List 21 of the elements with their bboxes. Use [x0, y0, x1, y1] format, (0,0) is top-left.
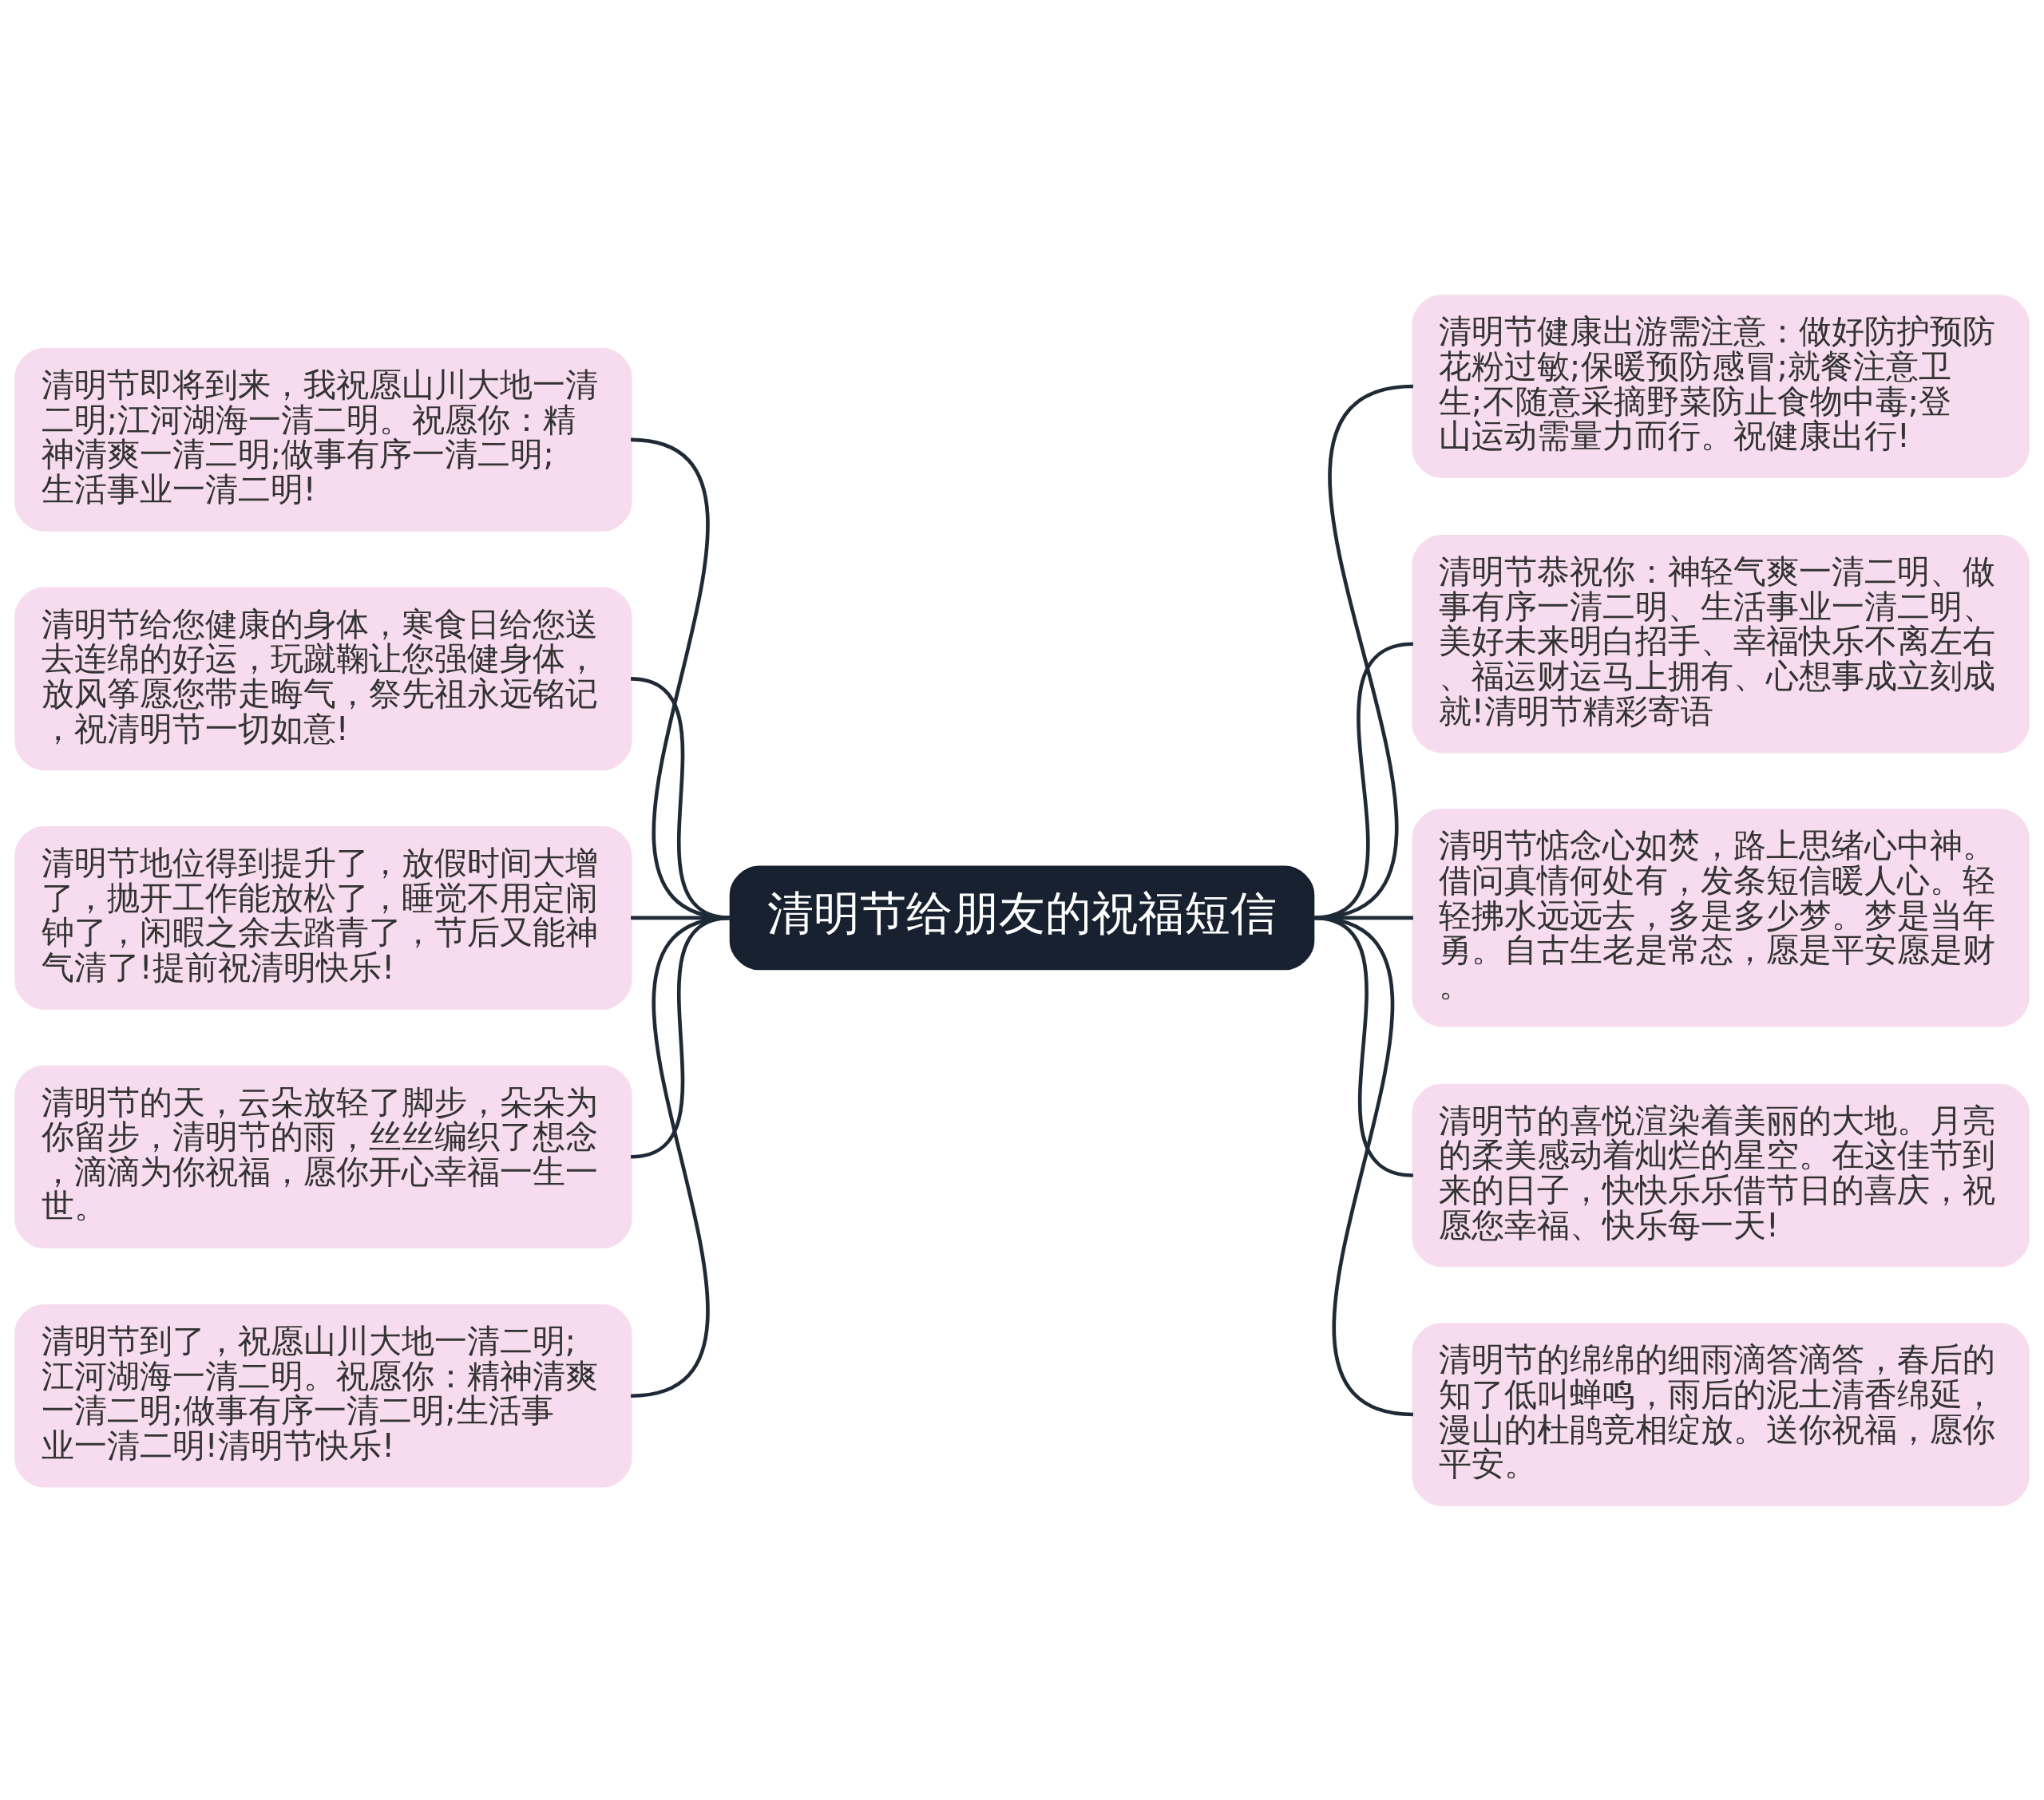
node-box: 清明节到了，祝愿山川大地一清二明;江河湖海一清二明。祝愿你：精神清爽一清二明;做事有序一清二明;生活事业一清二明!清明节快乐!	[14, 1304, 632, 1488]
connector	[630, 676, 731, 920]
node-box: 清明节惦念心如焚，路上思绪心中神。借问真情何处有，发条短信暖人心。轻轻拂水远远去，多是多少梦。梦是当年勇。自古生老是常态，愿是平安愿是财。	[1412, 808, 2030, 1027]
node-box: 清明节恭祝你：神轻气爽一清二明、做事有序一清二明、生活事业一清二明、美好未来明白招手、幸福快乐不离左右、福运财运马上拥有、心想事成立刻成就!清明节精彩寄语	[1412, 534, 2030, 753]
node-box: 清明节给朋友的祝福短信	[729, 864, 1315, 970]
node-box: 清明节即将到来，我祝愿山川大地一清二明;江河湖海一清二明。祝愿你：精神清爽一清二明;做事有序一清二明;生活事业一清二明!	[14, 347, 632, 532]
connector	[1313, 916, 1413, 920]
connector	[630, 437, 731, 920]
node-box: 清明节健康出游需注意：做好防护预防花粉过敏;保暖预防感冒;就餐注意卫生;不随意采摘野菜防止食物中毒;登山运动需量力而行。祝健康出行!	[1412, 294, 2030, 478]
node-box: 清明节给您健康的身体，寒食日给您送去连绵的好运，玩蹴鞠让您强健身体，放风筝愿您带走晦气，祭先祖永远铭记，祝清明节一切如意!	[14, 587, 632, 770]
node-box: 清明节地位得到提升了，放假时间大增了，抛开工作能放松了，睡觉不用定闹钟了，闲暇之余去踏青了，节后又能神气清了!提前祝清明快乐!	[14, 825, 632, 1010]
node-box: 清明节的天，云朵放轻了脚步，朵朵为你留步，清明节的雨，丝丝编织了想念，滴滴为你祝福，愿你开心幸福一生一世。	[14, 1064, 632, 1248]
connector	[1313, 384, 1414, 920]
node-box: 清明节的绵绵的细雨滴答滴答，春后的知了低叫蝉鸣，雨后的泥土清香绵延，漫山的杜鹃竞相绽放。送你祝福，愿你平安。	[1412, 1322, 2030, 1506]
connector	[1313, 641, 1414, 920]
connector	[631, 916, 731, 920]
connector	[1313, 916, 1414, 1177]
connector	[1313, 916, 1414, 1416]
connector	[630, 916, 731, 1159]
node-box: 清明节的喜悦渲染着美丽的大地。月亮的柔美感动着灿烂的星空。在这佳节到来的日子，快快乐乐借节日的喜庆，祝愿您幸福、快乐每一天!	[1412, 1083, 2030, 1267]
connector	[630, 916, 731, 1398]
